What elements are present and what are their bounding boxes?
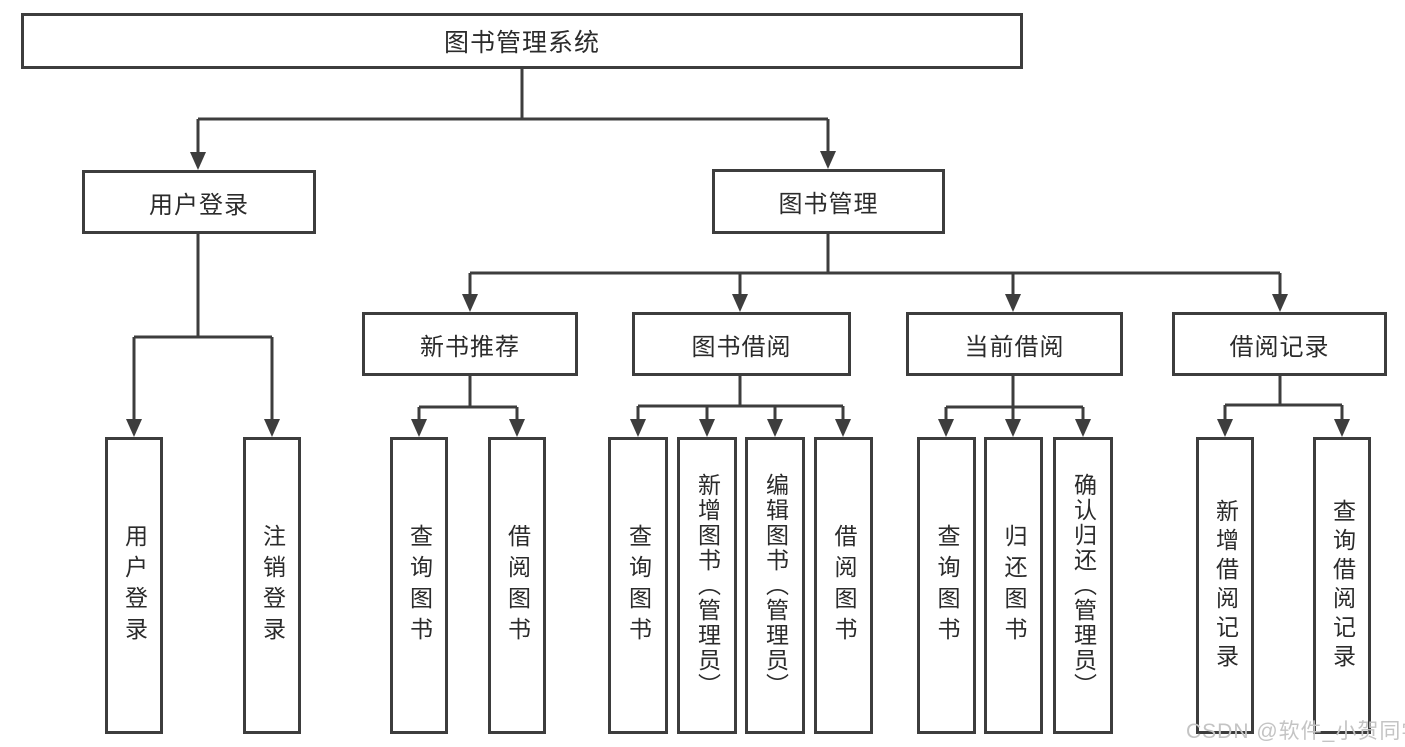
arrowhead-down-icon [1217, 419, 1233, 437]
arrowhead-down-icon [699, 419, 715, 437]
leaf-confirm-return-admin: 确认归还（管理员） [1053, 437, 1113, 734]
leaf-borrow-books-1: 借阅图书 [488, 437, 546, 734]
csdn-watermark: CSDN @软件_小贺同学 [1186, 720, 1405, 743]
node-label: 借阅图书 [504, 523, 531, 648]
leaf-add-borrow-record: 新增借阅记录 [1196, 437, 1254, 734]
node-current-borrowing: 当前借阅 [906, 312, 1123, 376]
arrowhead-down-icon [630, 419, 646, 437]
arrowhead-down-icon [1005, 294, 1021, 312]
leaf-query-books-1: 查询图书 [390, 437, 448, 734]
arrowhead-down-icon [1075, 419, 1091, 437]
node-label: 用户登录 [121, 523, 148, 648]
node-label: 确认归还（管理员） [1070, 473, 1097, 698]
node-label: 图书管理 [778, 191, 879, 218]
node-label: 图书借阅 [691, 333, 792, 361]
node-borrowing-records: 借阅记录 [1172, 312, 1387, 376]
leaf-borrow-books-2: 借阅图书 [814, 437, 873, 734]
arrowhead-down-icon [938, 419, 954, 437]
node-label: 新增图书（管理员） [694, 473, 721, 698]
node-label: 新书推荐 [420, 333, 520, 361]
arrowhead-down-icon [1272, 294, 1288, 312]
arrowhead-down-icon [190, 152, 206, 170]
node-new-book-recommend: 新书推荐 [362, 312, 578, 376]
arrowhead-down-icon [820, 151, 836, 169]
node-label: 用户登录 [149, 191, 249, 219]
leaf-query-books-3: 查询图书 [917, 437, 976, 734]
node-user-login: 用户登录 [82, 170, 316, 234]
node-label: 查询图书 [625, 523, 652, 648]
arrowhead-down-icon [732, 294, 748, 312]
node-label: 借阅记录 [1229, 333, 1330, 361]
node-book-management: 图书管理 [712, 169, 945, 234]
arrowhead-down-icon [411, 419, 427, 437]
node-label: 查询图书 [406, 523, 433, 648]
leaf-return-books: 归还图书 [984, 437, 1043, 734]
node-label: 归还图书 [1001, 523, 1027, 648]
node-label: 图书管理系统 [443, 29, 600, 57]
arrowhead-down-icon [767, 419, 783, 437]
node-library-management-system: 图书管理系统 [21, 13, 1023, 69]
node-label: 注销登录 [259, 523, 286, 648]
leaf-user-login: 用户登录 [105, 437, 163, 734]
leaf-edit-books-admin: 编辑图书（管理员） [745, 437, 805, 734]
node-book-borrowing: 图书借阅 [632, 312, 851, 376]
node-label: 编辑图书（管理员） [762, 473, 789, 698]
arrowhead-down-icon [1005, 419, 1021, 437]
node-label: 当前借阅 [964, 333, 1065, 361]
node-label: 查询借阅记录 [1329, 498, 1356, 673]
arrowhead-down-icon [126, 419, 142, 437]
leaf-query-books-2: 查询图书 [608, 437, 668, 734]
arrowhead-down-icon [1334, 419, 1350, 437]
arrowhead-down-icon [264, 419, 280, 437]
leaf-logout: 注销登录 [243, 437, 301, 734]
arrowhead-down-icon [462, 294, 478, 312]
node-label: 新增借阅记录 [1212, 498, 1239, 673]
arrowhead-down-icon [509, 419, 525, 437]
leaf-add-books-admin: 新增图书（管理员） [677, 437, 737, 734]
arrowhead-down-icon [835, 419, 851, 437]
leaf-query-borrow-record: 查询借阅记录 [1313, 437, 1371, 734]
node-label: 查询图书 [934, 523, 960, 648]
node-label: 借阅图书 [831, 523, 857, 648]
